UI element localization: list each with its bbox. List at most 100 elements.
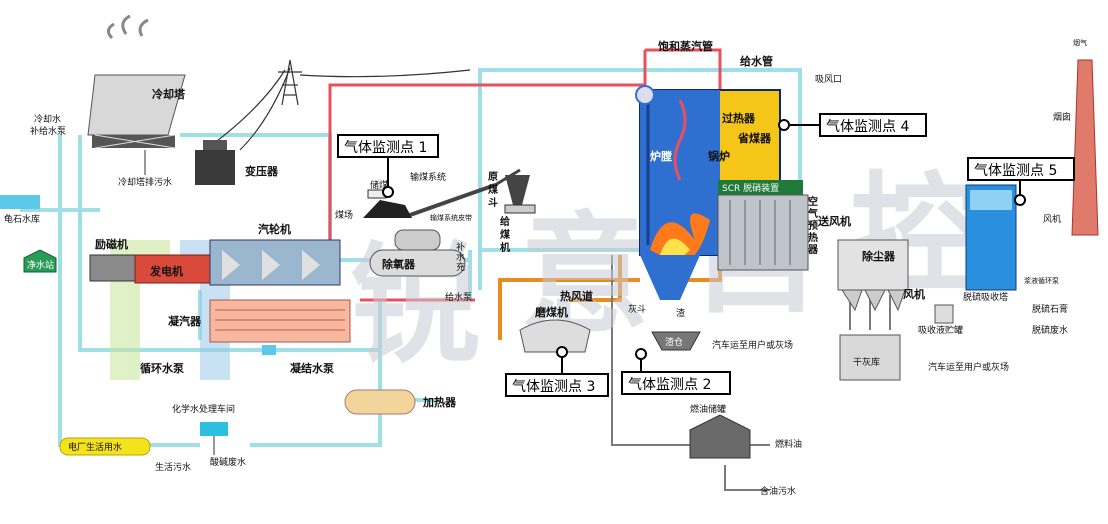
cooling-tower-label: 冷却塔 xyxy=(152,87,186,101)
monitoring-point-4[interactable]: 气体监测点 4 xyxy=(778,113,927,137)
exciter-label: 励磁机 xyxy=(95,237,128,251)
condenser-label: 凝汽器 xyxy=(168,314,202,328)
transformer xyxy=(195,140,235,185)
fgd-tower-label: 脱硫吸收塔 xyxy=(963,291,1008,303)
oily-water-label: 含油污水 xyxy=(760,485,796,497)
deaerator-label: 除氧器 xyxy=(382,257,416,271)
fan2-label: 风机 xyxy=(1043,213,1061,225)
fly-ash-label: 干灰库 xyxy=(853,356,880,368)
economizer-label: 省煤器 xyxy=(737,131,772,145)
cold-water-label: 冷却水 xyxy=(34,113,61,125)
scr-label: SCR 脱硝装置 xyxy=(722,182,779,194)
transformer-label: 变压器 xyxy=(245,164,279,178)
vert-note-1: 补 xyxy=(456,241,465,253)
plant-water-label: 电厂生活用水 xyxy=(68,441,122,453)
coal-bunker-label-3: 斗 xyxy=(488,197,498,209)
reservoir xyxy=(0,195,40,209)
coal-yard-label: 煤场 xyxy=(335,209,353,221)
absorber-liquid-label: 吸收液贮罐 xyxy=(918,324,963,336)
boiler-label: 锅炉 xyxy=(708,149,730,163)
generator-label: 发电机 xyxy=(149,264,183,278)
gypsum-label: 脱硫石膏 xyxy=(1032,303,1068,315)
condenser xyxy=(209,299,351,355)
truck-ash2-label: 汽车运至用户或灰场 xyxy=(928,361,1009,373)
furnace-label: 炉膛 xyxy=(650,149,672,163)
scr-unit xyxy=(717,180,809,271)
dust-collector xyxy=(837,239,909,312)
chem-water-box xyxy=(200,422,228,436)
heater-label: 加热器 xyxy=(422,395,457,409)
dust-collector-label: 除尘器 xyxy=(862,249,896,263)
saturated-steam-label: 饱和蒸汽管 xyxy=(658,39,713,53)
oil-tank xyxy=(689,414,751,459)
air-preheater-label-2: 气 xyxy=(807,207,818,220)
cooling-tower xyxy=(87,14,186,149)
deaerator xyxy=(369,229,466,277)
monitoring-point-2-label: 气体监测点 2 xyxy=(628,377,711,393)
plant-water-badge xyxy=(59,437,151,456)
coal-feeder-label-2: 煤 xyxy=(500,228,510,241)
coal-bunker-label-2: 煤 xyxy=(488,183,498,196)
air-preheater-label-4: 热 xyxy=(808,231,818,244)
monitoring-point-5[interactable]: 气体监测点 5 xyxy=(967,157,1075,206)
vert-note-3: 充 xyxy=(456,261,465,273)
slag-bin xyxy=(651,331,701,351)
coal-mill xyxy=(519,319,591,353)
heater xyxy=(344,389,416,415)
fgd-waste-label: 脱硫废水 xyxy=(1032,324,1068,336)
coal-feeder-label-1: 给 xyxy=(500,215,510,228)
feed-pump-label: 给水泵 xyxy=(445,291,472,303)
slag-bin-label: 渣仓 xyxy=(665,336,683,348)
generator-set xyxy=(89,239,341,286)
monitoring-point-5-label: 气体监测点 5 xyxy=(974,163,1057,179)
coal-mill-label: 磨煤机 xyxy=(534,305,568,319)
monitoring-point-4-label: 气体监测点 4 xyxy=(826,119,909,135)
vert-note-2: 水 xyxy=(456,251,465,263)
slurry-label: 浆液循环泵 xyxy=(1024,276,1059,285)
domestic-sewage-label: 生活污水 xyxy=(155,461,191,473)
monitoring-point-1[interactable]: 气体监测点 1 xyxy=(337,134,439,198)
superheater-label: 过热器 xyxy=(722,111,756,125)
coal-conveyor-label: 输煤系统 xyxy=(410,171,446,183)
chem-water-label: 化学水处理车间 xyxy=(172,403,235,415)
fan-label: 风机 xyxy=(903,287,925,301)
monitoring-point-3-label: 气体监测点 3 xyxy=(512,379,595,395)
coal-feeder-label-3: 机 xyxy=(500,241,510,254)
chimney xyxy=(1071,59,1099,236)
conveyor-sub-label: 输煤系统皮带 xyxy=(430,213,472,222)
transmission-tower xyxy=(204,59,471,151)
coal-bunker-label-1: 原 xyxy=(488,171,498,183)
circ-pump-label: 循环水泵 xyxy=(140,361,184,375)
reservoir-label: 龟石水库 xyxy=(4,213,40,225)
monitoring-point-1-label: 气体监测点 1 xyxy=(344,140,427,156)
chimney-label: 烟囱 xyxy=(1053,111,1071,123)
turbine-label: 汽轮机 xyxy=(258,222,291,236)
slag-label: 渣 xyxy=(676,307,685,319)
coal-bunker xyxy=(504,175,536,214)
makeup-pump-label: 补给水泵 xyxy=(30,125,66,137)
ash-hopper-label: 灰斗 xyxy=(628,303,646,315)
fgd-tower xyxy=(965,184,1017,291)
feed-water-pipe-label: 给水管 xyxy=(740,54,773,68)
air-preheater-label-3: 预 xyxy=(808,220,818,232)
boiler xyxy=(635,85,781,300)
monitoring-point-3[interactable]: 气体监测点 3 xyxy=(505,346,609,397)
water-station xyxy=(23,249,57,273)
smoke-label: 烟气 xyxy=(1073,38,1087,47)
fd-fan-label: 送风机 xyxy=(817,214,851,228)
oil-tank-label: 燃油储罐 xyxy=(690,403,726,415)
fuel-oil-label: 燃料油 xyxy=(775,438,802,450)
acid-waste-label: 酸碱废水 xyxy=(210,456,246,468)
coal-yard-small-label: 储煤 xyxy=(370,179,388,191)
condensate-pump-label: 凝结水泵 xyxy=(290,361,334,375)
air-inlet-label: 吸风口 xyxy=(815,74,842,85)
cooling-drain-label: 冷却塔排污水 xyxy=(118,176,172,188)
air-preheater-label-1: 空 xyxy=(808,195,818,208)
monitoring-point-2[interactable]: 气体监测点 2 xyxy=(621,348,731,395)
absorber-tank xyxy=(934,304,954,324)
steam-pipes xyxy=(328,48,722,302)
water-station-label: 净水站 xyxy=(27,259,54,271)
truck-ash1-label: 汽车运至用户或灰场 xyxy=(712,339,793,351)
